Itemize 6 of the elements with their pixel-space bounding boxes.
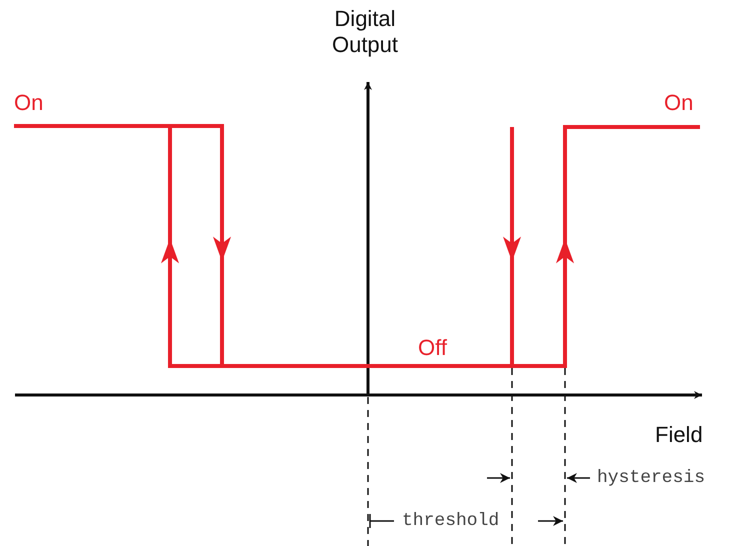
curve-label: On	[14, 90, 44, 116]
curve-label: Off	[418, 335, 447, 361]
axis-label: Field	[655, 422, 703, 448]
dimension-label: hysteresis	[597, 467, 706, 489]
dimension-label: threshold	[402, 510, 500, 532]
curve-label: On	[664, 90, 694, 116]
